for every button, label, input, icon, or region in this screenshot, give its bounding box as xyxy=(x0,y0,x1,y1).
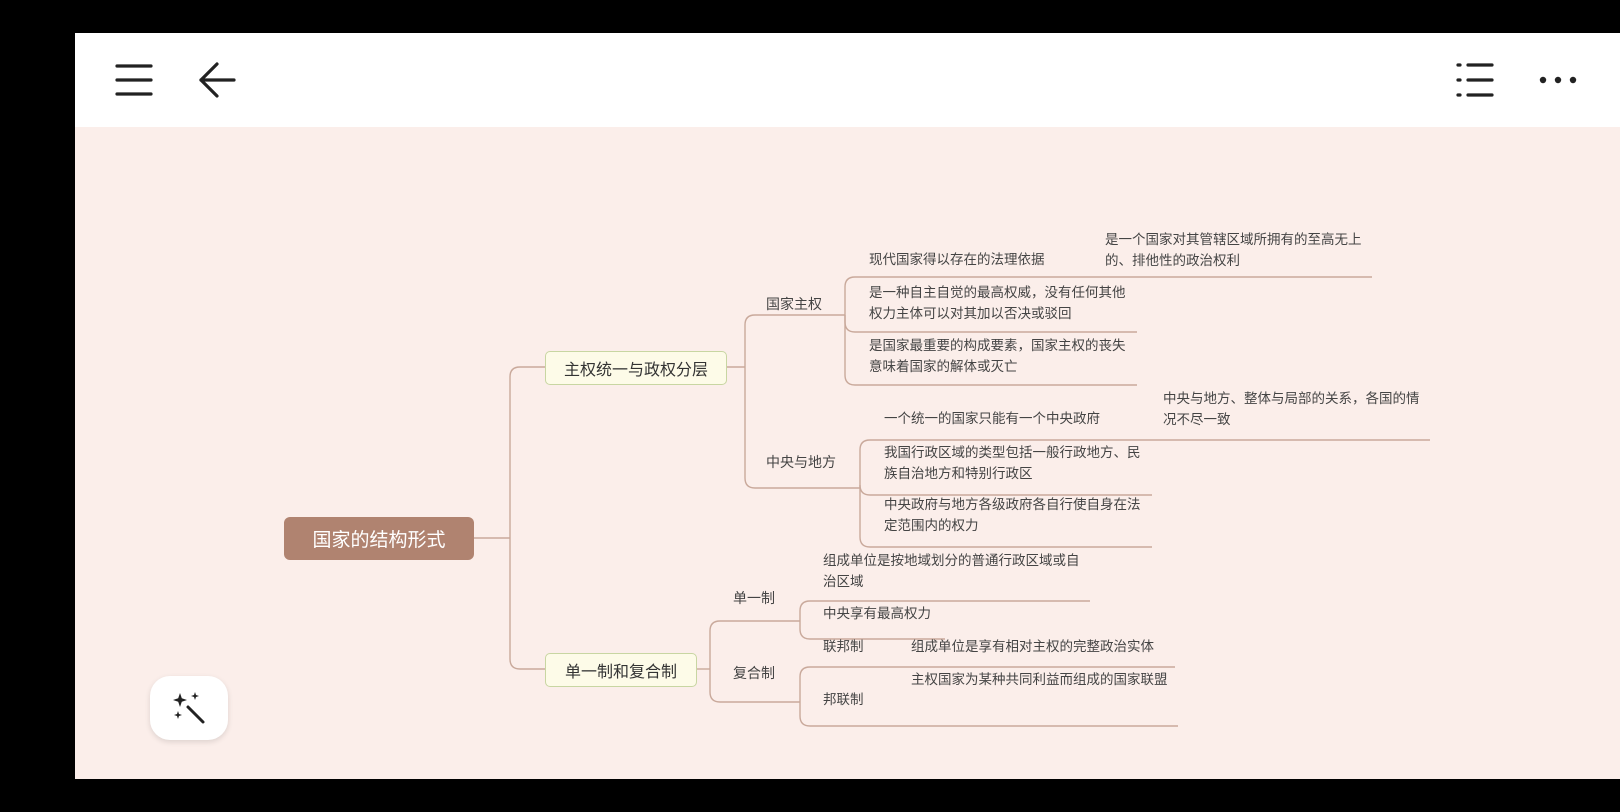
magic-wand-sparkles-icon xyxy=(173,692,205,724)
outline-list-icon[interactable] xyxy=(1445,50,1505,110)
more-dots-icon[interactable] xyxy=(1528,50,1588,110)
leaf-central-local-relation[interactable]: 中央与地方、整体与局部的关系，各国的情况不尽一致 xyxy=(1163,391,1420,428)
node-central-local[interactable]: 中央与地方 xyxy=(766,455,836,471)
leaf-central-supreme-power[interactable]: 中央享有最高权力 xyxy=(823,606,931,622)
mindmap-canvas[interactable]: 国家的结构形式 主权统一与政权分层 国家主权 现代国家得以存在的法理依据 是一个… xyxy=(75,127,1620,779)
mindmap-app-screen: 国家的结构形式 主权统一与政权分层 国家主权 现代国家得以存在的法理依据 是一个… xyxy=(75,33,1620,779)
ai-magic-button[interactable] xyxy=(150,676,228,740)
branch-node-sovereignty-layering[interactable]: 主权统一与政权分层 xyxy=(545,351,727,385)
root-node[interactable]: 国家的结构形式 xyxy=(284,517,474,560)
mindmap-connector-lines xyxy=(474,276,1430,727)
node-national-sovereignty[interactable]: 国家主权 xyxy=(766,297,822,313)
arrow-left-icon[interactable] xyxy=(187,50,247,110)
top-toolbar xyxy=(75,33,1620,127)
leaf-admin-region-types[interactable]: 我国行政区域的类型包括一般行政地方、民族自治地方和特别行政区 xyxy=(884,445,1141,482)
leaf-unitary-units[interactable]: 组成单位是按地域划分的普通行政区域或自治区域 xyxy=(823,553,1080,590)
node-confederal[interactable]: 邦联制 xyxy=(823,692,864,708)
leaf-highest-authority[interactable]: 是一种自主自觉的最高权威，没有任何其他权力主体可以对其加以否决或驳回 xyxy=(869,285,1126,322)
leaf-federal-desc[interactable]: 组成单位是享有相对主权的完整政治实体 xyxy=(911,639,1154,655)
node-federal[interactable]: 联邦制 xyxy=(823,639,864,655)
node-unitary[interactable]: 单一制 xyxy=(733,591,775,607)
leaf-levels-of-gov-power[interactable]: 中央政府与地方各级政府各自行使自身在法定范围内的权力 xyxy=(884,497,1141,534)
leaf-most-important-element[interactable]: 是国家最重要的构成要素，国家主权的丧失意味着国家的解体或灭亡 xyxy=(869,338,1126,375)
leaf-supreme-power[interactable]: 是一个国家对其管辖区域所拥有的至高无上的、排他性的政治权利 xyxy=(1105,232,1362,269)
branch-node-unitary-compound[interactable]: 单一制和复合制 xyxy=(545,653,697,687)
leaf-confederal-desc[interactable]: 主权国家为某种共同利益而组成的国家联盟 xyxy=(911,672,1168,688)
node-compound[interactable]: 复合制 xyxy=(733,666,775,682)
leaf-legal-basis[interactable]: 现代国家得以存在的法理依据 xyxy=(869,252,1045,268)
leaf-one-central-gov[interactable]: 一个统一的国家只能有一个中央政府 xyxy=(884,411,1100,427)
hamburger-menu-icon[interactable] xyxy=(104,50,164,110)
